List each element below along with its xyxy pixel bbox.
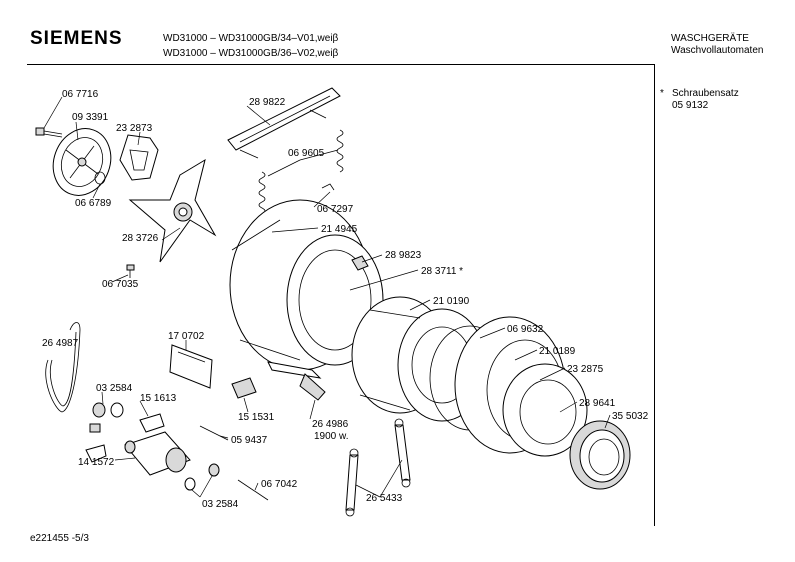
category-title: WASCHGERÄTE [671,33,749,44]
label-06-7297: 06 7297 [317,204,354,215]
control-module [169,344,213,389]
shock-absorber-right [394,418,411,488]
label-26-4986: 26 4986 [312,419,349,430]
footer-code: e221455 -5/3 [30,533,89,544]
connector-block [231,377,257,399]
tacho-sensor [139,413,165,433]
spider-screw [126,264,135,278]
note-number: 05 9132 [672,100,709,111]
label-09-3391: 09 3391 [72,112,109,123]
diagram-frame [27,64,655,526]
drive-belt [45,322,81,413]
label-26-4987: 26 4987 [42,338,79,349]
label-35-5032: 35 5032 [612,411,649,422]
label-1900-watt: 1900 w. [314,431,348,442]
model-line-2: WD31000 – WD31000GB/36–V02,weiβ [163,48,339,59]
label-21-4945: 21 4945 [321,224,358,235]
label-28-3711: 28 3711 * [421,266,463,277]
leader-lines [43,96,611,498]
heating-element [267,361,326,401]
shock-absorber-left [345,448,359,517]
motor [124,431,191,476]
label-28-3726: 28 3726 [122,233,159,244]
label-15-1531: 15 1531 [238,412,275,423]
label-06-6789: 06 6789 [75,198,112,209]
counterweight [502,363,588,457]
nut-small [92,402,106,418]
label-06-7042: 06 7042 [261,479,298,490]
label-15-1613: 15 1613 [140,393,177,404]
label-03-2584-lower: 03 2584 [202,499,239,510]
door-seal-collar [569,420,631,490]
suspension-spring-right [336,129,344,173]
label-28-9822: 28 9822 [249,97,286,108]
bearing-bracket [119,134,159,181]
bracket-small [85,444,107,463]
label-06-7035: 06 7035 [102,279,139,290]
category-subtitle: Waschvollautomaten [671,45,764,56]
label-17-0702: 17 0702 [168,331,205,342]
label-06-9632: 06 9632 [507,324,544,335]
top-suspension-bracket [227,87,341,159]
label-06-9605: 06 9605 [288,148,325,159]
nut-lower-a [184,477,196,491]
note-marker: * [660,88,664,99]
pulley-bolt [35,127,63,138]
drum-spider [128,158,217,263]
clip-small [89,423,101,433]
label-28-9823: 28 9823 [385,250,422,261]
heater-clip [351,255,369,271]
note-title: Schraubensatz [672,88,739,99]
label-23-2873: 23 2873 [116,123,153,134]
label-14-1572: 14 1572 [78,457,115,468]
model-line-1: WD31000 – WD31000GB/34–V01,weiβ [163,33,339,44]
label-05-9437: 05 9437 [231,435,268,446]
label-21-0190: 21 0190 [433,296,470,307]
nut-lower-b [208,463,220,477]
damper-bush [110,402,124,418]
suspension-spring-left [258,171,266,215]
pulley-wheel [52,128,112,196]
brand-logo: SIEMENS [30,28,123,49]
label-23-2875: 23 2875 [567,364,604,375]
label-06-7716: 06 7716 [62,89,99,100]
label-21-0189: 21 0189 [539,346,576,357]
label-26-5433: 26 5433 [366,493,403,504]
label-28-9641: 28 9641 [579,398,616,409]
motor-bolt [237,479,269,501]
cable-tie [199,425,229,441]
label-03-2584-upper: 03 2584 [96,383,133,394]
spring-hook [321,183,335,191]
